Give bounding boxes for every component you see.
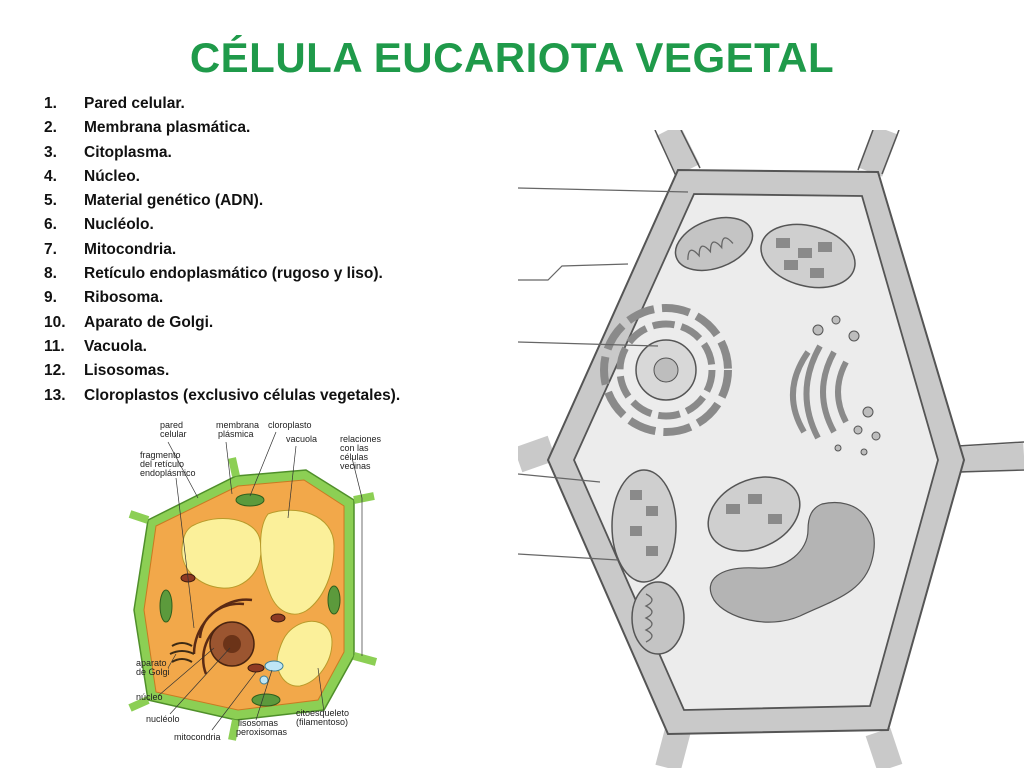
list-item-text: Cloroplastos (exclusivo células vegetale… [84, 386, 401, 404]
slide-title: CÉLULA EUCARIOTA VEGETAL [189, 34, 835, 81]
list-item-number: 8. [44, 265, 57, 283]
list-item-number: 6. [44, 216, 57, 234]
list-item: 12. Lisosomas. [44, 359, 400, 383]
small-lysosome [264, 660, 284, 672]
list-item-number: 3. [44, 143, 57, 161]
large-chloroplast [760, 223, 856, 289]
neighbor-cell-wall [518, 130, 1024, 768]
list-item-text: Citoplasma. [84, 143, 172, 161]
list-item-number: 1. [44, 95, 57, 112]
list-item: 9. Ribosoma. [44, 286, 400, 310]
list-item-number: 11. [44, 337, 65, 355]
list-item: 5. Material genético (ADN). [44, 189, 400, 213]
small-lysosome [259, 675, 269, 685]
large-chloroplast [707, 476, 801, 552]
small-chloroplast [251, 693, 281, 707]
large-mitochondria [674, 216, 754, 272]
list-item-text: Mitocondria. [84, 240, 177, 258]
list-item: 13. Cloroplastos (exclusivo células veget… [44, 384, 400, 408]
list-item-text: Membrana plasmática. [84, 119, 251, 137]
list-item: 6. Nucléolo. [44, 213, 400, 237]
small-leader-lines [157, 431, 363, 731]
small-mitochondria [270, 613, 286, 623]
list-item-text: Núcleo. [84, 167, 140, 185]
large-vesicles [812, 315, 881, 456]
list-item: 1. Pared celular. [44, 92, 400, 116]
small-chloroplast [159, 589, 173, 623]
list-item-number: 5. [44, 192, 57, 210]
list-item-text: Material genético (ADN). [84, 192, 264, 210]
list-item-number: 13. [44, 386, 66, 404]
list-item-text: Nucléolo. [84, 216, 154, 234]
list-item: 10. Aparato de Golgi. [44, 311, 400, 335]
large-chloroplast [611, 469, 677, 583]
list-item-text: Retículo endoplasmático (rugoso y liso). [84, 265, 383, 283]
list-item-number: 4. [44, 167, 57, 185]
list-item: 7. Mitocondria. [44, 238, 400, 262]
small-cell-vacuole [260, 509, 335, 615]
list-item-text: Ribosoma. [84, 289, 164, 307]
small-mitochondria [247, 663, 265, 673]
small-cell-vacuole [181, 518, 262, 589]
label-mitocondria: mitocondria [174, 732, 221, 742]
large-golgi [790, 344, 849, 440]
small-chloroplast [327, 585, 341, 615]
list-item-text: Vacuola. [84, 337, 147, 355]
large-leader-lines [518, 187, 689, 561]
list-item-number: 7. [44, 240, 57, 258]
list-item-number: 9. [44, 289, 57, 307]
label-vacuola: vacuola [286, 434, 317, 444]
list-item-text: Pared celular. [84, 95, 185, 112]
large-cell-diagram [518, 130, 1024, 768]
list-item: 8. Retículo endoplasmático (rugoso y liso… [44, 262, 400, 286]
list-item-text: Aparato de Golgi. [84, 313, 214, 331]
list-item-number: 10. [44, 313, 66, 331]
list-item: 11. Vacuola. [44, 335, 400, 359]
small-chloroplast [235, 493, 265, 507]
small-golgi [169, 642, 195, 663]
list-item-number: 12. [44, 362, 66, 380]
label-nucleo: núcleo [136, 692, 163, 702]
neighbor-cell-wall [128, 457, 378, 741]
small-nucleolus [223, 635, 241, 653]
list-item-number: 2. [44, 119, 57, 137]
list-item-text: Lisosomas. [84, 362, 170, 380]
list-item: 3. Citoplasma. [44, 141, 400, 165]
label-cloroplasto: cloroplasto [268, 420, 312, 430]
large-nucleus [600, 304, 732, 436]
label-nucleolo: nucléolo [146, 714, 180, 724]
neighbor-cell-wall-outline [654, 130, 1024, 473]
large-mitochondria [631, 581, 685, 655]
label-citoesqueleto: citoesqueleto(filamentoso) [296, 708, 349, 727]
list-item: 2. Membrana plasmática. [44, 116, 400, 140]
large-vacuole [709, 502, 875, 623]
list-item: 4. Núcleo. [44, 165, 400, 189]
parts-list: 1.Pared celular. 2.Membrana plasmática. … [44, 92, 400, 408]
